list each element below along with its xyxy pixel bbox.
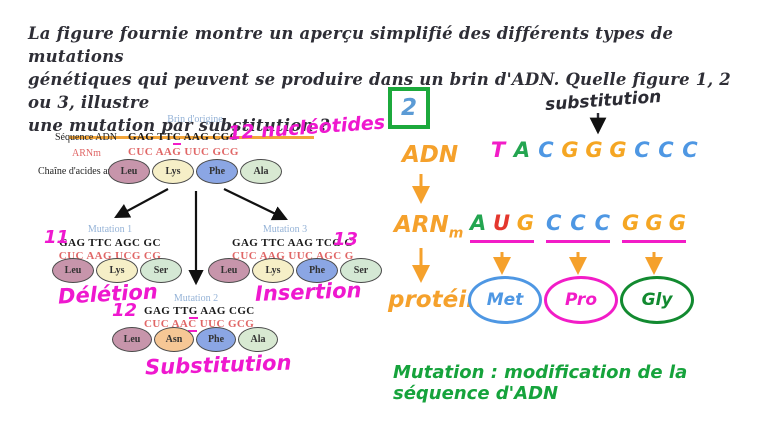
answer-number-box: 2 bbox=[388, 87, 430, 129]
amino-oval-lys: Lys bbox=[96, 258, 138, 283]
mutation1-amino-chain: Leu Lys Ser bbox=[52, 258, 184, 283]
origin-amino-chain: Leu Lys Phe Ala bbox=[108, 159, 284, 184]
mutation2-type-annotation: Substitution bbox=[144, 350, 292, 380]
mutation1-title: Mutation 1 bbox=[87, 224, 133, 235]
arnm-subscript: m bbox=[448, 225, 464, 242]
mutation1-count-annotation: 11 bbox=[44, 227, 70, 248]
amino-oval-lys: Lys bbox=[252, 258, 294, 283]
dna-letter: A bbox=[513, 138, 531, 162]
mutation2-amino-chain: Leu Asn Phe Ala bbox=[112, 327, 280, 352]
protein-oval-gly: Gly bbox=[620, 276, 694, 324]
underlined-phrase: mutation par substitution bbox=[69, 116, 314, 139]
codon-ccc: C C C bbox=[546, 211, 610, 243]
rna-letter: G bbox=[645, 211, 663, 235]
dna-letter: T bbox=[490, 138, 506, 162]
marked-nucleotide: C bbox=[188, 318, 197, 332]
dna-letter: C bbox=[538, 138, 554, 162]
amino-oval-leu: Leu bbox=[208, 258, 250, 283]
mutation3-title: Mutation 3 bbox=[262, 224, 308, 235]
dna-letter: C bbox=[658, 138, 674, 162]
dna-row-label: Séquence ADN bbox=[55, 132, 117, 143]
origin-mrna-sequence: CUC AAG UUC GCG bbox=[128, 146, 239, 158]
mutation2-count-annotation: 12 bbox=[112, 300, 138, 321]
dna-letter-sequence: T A C G G G C C C bbox=[486, 138, 702, 162]
arrow-origin-to-mutation3 bbox=[223, 188, 288, 221]
origin-strand-title: Brin d'origine bbox=[167, 114, 223, 125]
rna-letter: C bbox=[570, 211, 586, 235]
marked-nucleotide: G bbox=[188, 305, 198, 319]
amino-oval-leu: Leu bbox=[112, 327, 152, 352]
arnm-label: ARNm bbox=[394, 212, 464, 242]
amino-oval-leu: Leu bbox=[52, 258, 94, 283]
codon-ggg: G G G bbox=[622, 211, 686, 243]
mutation2-dna: GAG TTG AAG CGC bbox=[144, 305, 255, 319]
dna-letter: G bbox=[609, 138, 627, 162]
rna-letter: C bbox=[594, 211, 610, 235]
protein-oval-pro: Pro bbox=[544, 276, 618, 324]
amino-oval-lys: Lys bbox=[152, 159, 194, 184]
mutation3-amino-chain: Leu Lys Phe Ser bbox=[208, 258, 384, 283]
rna-letter: C bbox=[546, 211, 562, 235]
dna-letter: C bbox=[682, 138, 698, 162]
protein-oval-met: Met bbox=[468, 276, 542, 324]
mutation1-dna: GAG TTC AGC GC bbox=[59, 237, 161, 249]
origin-dna-sequence: GAG TTC AAG CGC bbox=[128, 131, 239, 145]
amino-oval-ser: Ser bbox=[340, 258, 382, 283]
dna-letter: G bbox=[585, 138, 603, 162]
dna-letter: C bbox=[634, 138, 650, 162]
mutation2-title: Mutation 2 bbox=[173, 293, 219, 304]
question-line-3: une mutation par substitution ? bbox=[28, 114, 743, 139]
amino-oval-leu: Leu bbox=[108, 159, 150, 184]
codon-aug: A U G bbox=[470, 211, 534, 243]
mutation3-count-annotation: 13 bbox=[333, 229, 359, 250]
amino-oval-ala: Ala bbox=[238, 327, 278, 352]
question-line-2: génétiques qui peuvent se produire dans … bbox=[28, 70, 731, 112]
adn-label: ADN bbox=[402, 142, 459, 168]
mutation-definition-note: Mutation : modification de la séquence d… bbox=[393, 362, 688, 404]
amino-oval-ser: Ser bbox=[140, 258, 182, 283]
arrow-origin-to-mutation1 bbox=[114, 188, 169, 219]
rna-letter: G bbox=[622, 211, 640, 235]
rna-letter: G bbox=[516, 211, 534, 235]
amino-row-label: Chaîne d'acides aminés bbox=[38, 166, 132, 177]
amino-oval-phe: Phe bbox=[196, 159, 238, 184]
rna-letter: G bbox=[668, 211, 686, 235]
marked-nucleotide: C bbox=[172, 131, 182, 145]
mutation3-type-annotation: Insertion bbox=[254, 278, 362, 306]
amino-oval-phe: Phe bbox=[196, 327, 236, 352]
amino-oval-phe: Phe bbox=[296, 258, 338, 283]
question-line-1: La figure fournie montre un aperçu simpl… bbox=[28, 24, 674, 66]
dna-letter: G bbox=[561, 138, 579, 162]
amino-oval-ala: Ala bbox=[240, 159, 282, 184]
rna-letter: A bbox=[470, 211, 487, 235]
mrna-row-label: ARNm bbox=[72, 148, 101, 159]
question-text: La figure fournie montre un aperçu simpl… bbox=[28, 22, 743, 139]
rna-letter: U bbox=[492, 211, 511, 235]
answer-number: 2 bbox=[400, 95, 417, 121]
mutation3-dna: GAG TTC AAG TCG C bbox=[232, 237, 353, 249]
amino-oval-asn: Asn bbox=[154, 327, 194, 352]
